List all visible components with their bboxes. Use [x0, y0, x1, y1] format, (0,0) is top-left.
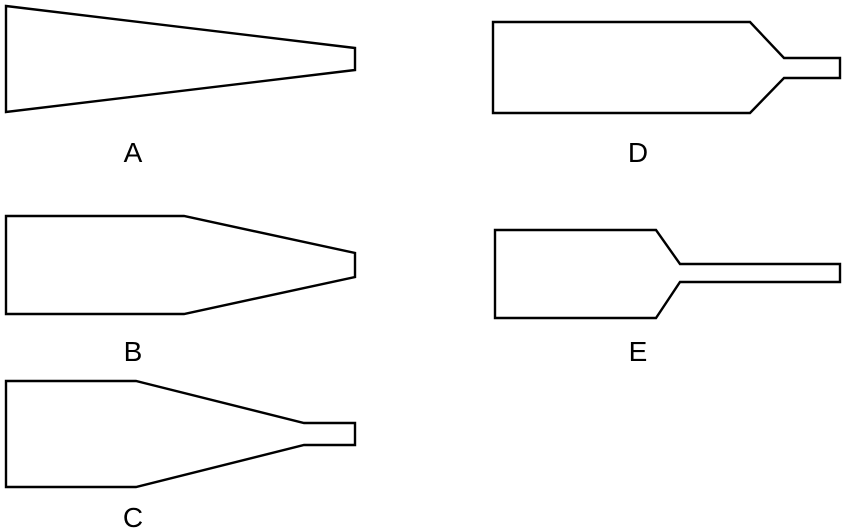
shape-a — [4, 4, 357, 114]
shape-c — [4, 379, 357, 489]
shape-b — [4, 214, 357, 316]
label-d: D — [628, 137, 648, 168]
label-a: A — [124, 137, 143, 168]
label-c: C — [123, 502, 143, 532]
shape-d — [491, 20, 842, 115]
label-b: B — [124, 336, 143, 367]
label-e: E — [629, 336, 648, 367]
shape-e — [493, 228, 842, 320]
